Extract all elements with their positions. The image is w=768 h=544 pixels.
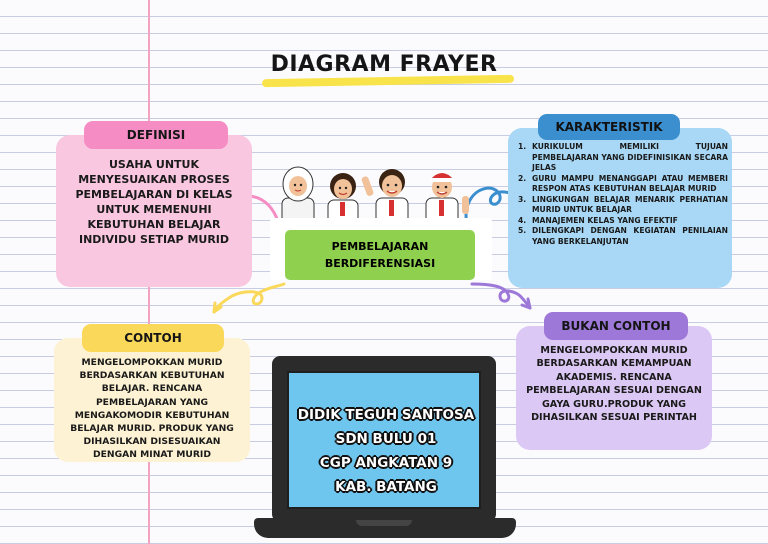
list-number: 5. xyxy=(518,226,527,235)
laptop-illustration: DIDIK TEGUH SANTOSA SDN BULU 01 CGP ANGK… xyxy=(272,356,496,522)
definisi-text: USAHA UNTUK MENYESUAIKAN PROSES PEMBELAJ… xyxy=(75,158,233,246)
screen-batch: CGP ANGKATAN 9 xyxy=(319,455,453,471)
arrow-to-bukan-contoh xyxy=(470,282,532,310)
screen-name: DIDIK TEGUH SANTOSA xyxy=(297,407,475,423)
laptop-screen: DIDIK TEGUH SANTOSA SDN BULU 01 CGP ANGK… xyxy=(287,371,481,509)
laptop-notch xyxy=(356,520,412,526)
arrow-to-karakteristik xyxy=(464,186,522,230)
list-item: 4. MANAJEMEN KELAS YANG EFEKTIF xyxy=(518,216,728,227)
list-text: LINGKUNGAN BELAJAR MENARIK PERHATIAN MUR… xyxy=(532,194,728,215)
diagram-title: DIAGRAM FRAYER xyxy=(270,52,498,77)
laptop-base xyxy=(254,518,516,538)
screen-region: KAB. BATANG xyxy=(335,479,437,495)
karakteristik-box: 1. KURIKULUM MEMILIKI TUJUAN PEMBELAJARAN… xyxy=(508,128,732,288)
list-item: 5. DILENGKAPI DENGAN KEGIATAN PENILAIAN Y… xyxy=(518,226,728,247)
list-text: MANAJEMEN KELAS YANG EFEKTIF xyxy=(532,215,678,225)
screen-school: SDN BULU 01 xyxy=(335,431,437,447)
contoh-box: MENGELOMPOKKAN MURID BERDASARKAN KEBUTUH… xyxy=(54,338,250,462)
bukan-contoh-box: MENGELOMPOKKAN MURID BERDASARKAN KEMAMPU… xyxy=(516,326,712,450)
list-text: KURIKULUM MEMILIKI TUJUAN PEMBELAJARAN Y… xyxy=(532,142,729,172)
list-item: 2. GURU MAMPU MENANGGAPI ATAU MEMBERI RES… xyxy=(518,174,728,195)
karakteristik-list: 1. KURIKULUM MEMILIKI TUJUAN PEMBELAJARAN… xyxy=(518,142,728,247)
karakteristik-label: KARAKTERISTIK xyxy=(538,114,680,140)
center-line-2: BERDIFERENSIASI xyxy=(324,257,436,270)
center-line-1: PEMBELAJARAN xyxy=(331,240,429,253)
list-item: 1. KURIKULUM MEMILIKI TUJUAN PEMBELAJARAN… xyxy=(518,142,728,174)
definisi-label: DEFINISI xyxy=(84,121,228,149)
bukan-contoh-text: MENGELOMPOKKAN MURID BERDASARKAN KEMAMPU… xyxy=(526,345,702,424)
bukan-contoh-label: BUKAN CONTOH xyxy=(544,312,688,340)
list-item: 3. LINGKUNGAN BELAJAR MENARIK PERHATIAN M… xyxy=(518,195,728,216)
contoh-text: MENGELOMPOKKAN MURID BERDASARKAN KEBUTUH… xyxy=(70,357,234,461)
list-number: 3. xyxy=(518,194,527,204)
list-text: GURU MAMPU MENANGGAPI ATAU MEMBERI RESPO… xyxy=(532,173,728,194)
list-number: 1. xyxy=(518,142,527,151)
list-number: 2. xyxy=(518,173,527,183)
list-text: DILENGKAPI DENGAN KEGIATAN PENILAIAN YAN… xyxy=(532,226,728,246)
definisi-box: USAHA UNTUK MENYESUAIKAN PROSES PEMBELAJ… xyxy=(56,135,252,287)
contoh-label: CONTOH xyxy=(82,324,224,352)
center-concept: PEMBELAJARAN BERDIFERENSIASI xyxy=(285,230,475,280)
list-number: 4. xyxy=(518,215,527,225)
arrow-to-contoh xyxy=(212,282,286,314)
